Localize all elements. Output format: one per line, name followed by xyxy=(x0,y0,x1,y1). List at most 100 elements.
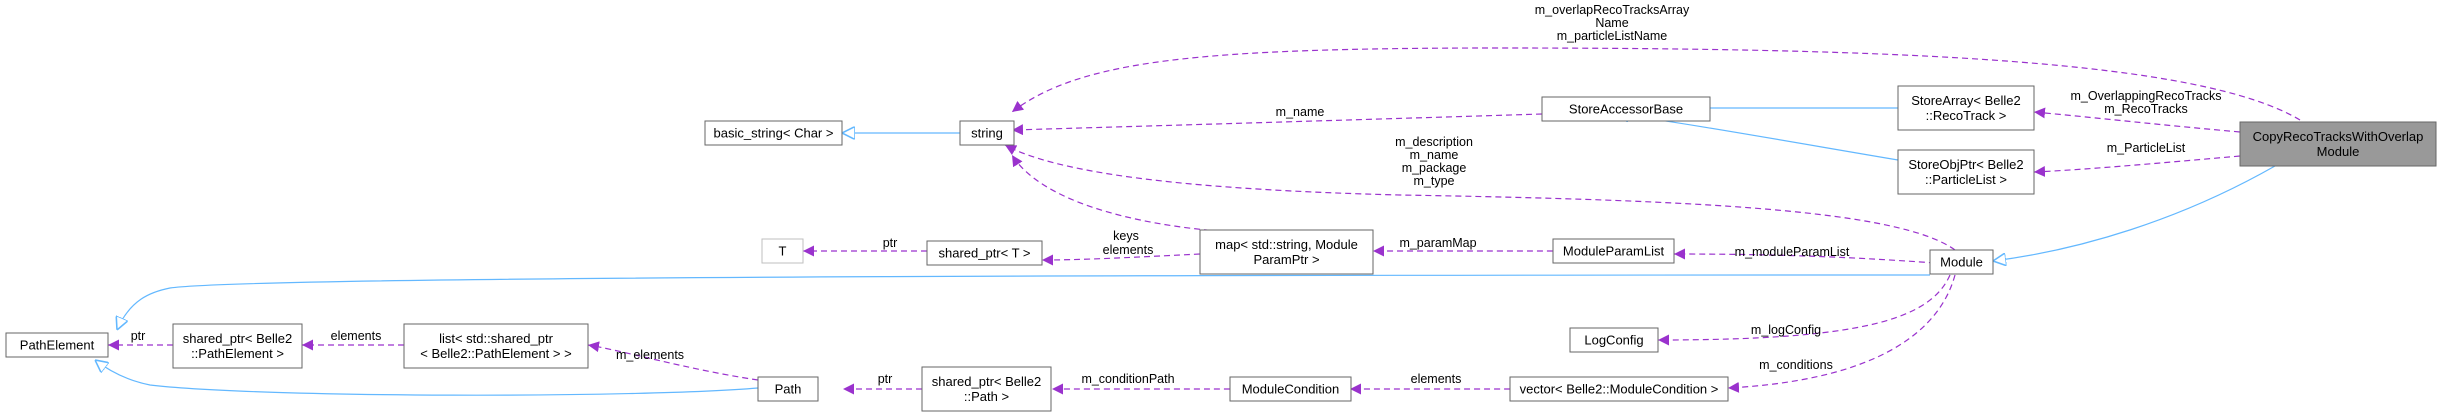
node-label: Module xyxy=(2317,144,2360,159)
use-param-list-module xyxy=(1673,248,1936,264)
node-box xyxy=(959,120,1015,146)
node-box xyxy=(1552,238,1675,264)
label-t-shared: ptr xyxy=(883,236,898,250)
edge-label-line: m_conditionPath xyxy=(1081,372,1174,386)
edge-label-line: m_RecoTracks xyxy=(2104,102,2188,116)
node-store-obj-ptr-particlelist[interactable]: StoreObjPtr< Belle2::ParticleList > xyxy=(1897,149,2035,195)
node-label: ::PathElement > xyxy=(191,346,284,361)
node-box xyxy=(926,240,1043,266)
node-box xyxy=(2239,121,2437,167)
label-log-module: m_logConfig xyxy=(1751,323,1821,337)
label-shared-pe-list: elements xyxy=(331,329,382,343)
label-accessor-string: m_name xyxy=(1276,105,1325,119)
node-label: StoreObjPtr< Belle2 xyxy=(1908,157,2023,172)
edge-label-line: ptr xyxy=(883,236,898,250)
node-label: shared_ptr< Belle2 xyxy=(183,331,293,346)
node-box xyxy=(5,332,109,358)
node-box xyxy=(704,120,843,146)
edge-label-line: m_paramMap xyxy=(1399,236,1476,250)
node-label: CopyRecoTracksWithOverlap xyxy=(2253,129,2424,144)
node-box xyxy=(403,323,589,369)
node-label: PathElement xyxy=(20,338,95,353)
inherit-path-pathelement xyxy=(95,360,759,396)
node-label: ModuleCondition xyxy=(1242,382,1340,397)
label-path-condition: m_conditionPath xyxy=(1081,372,1174,386)
node-label: ::Path > xyxy=(964,389,1009,404)
node-vector-modulecondition[interactable]: vector< Belle2::ModuleCondition > xyxy=(1509,376,1729,402)
node-string[interactable]: string xyxy=(959,120,1015,146)
node-label: ::RecoTrack > xyxy=(1926,108,2007,123)
use-copy-store-obj xyxy=(2033,155,2241,178)
node-box xyxy=(761,238,804,264)
use-log-module xyxy=(1657,274,1951,346)
node-label: StoreArray< Belle2 xyxy=(1911,93,2020,108)
edge-label-line: m_type xyxy=(1414,174,1455,188)
edge-label-line: m_moduleParamList xyxy=(1735,245,1850,259)
node-list-shared-ptr-pathelement[interactable]: list< std::shared_ptr< Belle2::PathEleme… xyxy=(403,323,589,369)
edge-label-line: m_OverlappingRecoTracks xyxy=(2071,89,2222,103)
use-module-string xyxy=(1004,144,1956,251)
node-shared-ptr-path[interactable]: shared_ptr< Belle2::Path > xyxy=(921,366,1052,412)
node-label: shared_ptr< T > xyxy=(938,246,1030,261)
inherit-module-pathelement xyxy=(117,274,1931,330)
edge-label-line: m_elements xyxy=(616,348,684,362)
node-label: Path xyxy=(775,382,802,397)
edge-label-line: elements xyxy=(331,329,382,343)
node-label: T xyxy=(779,244,787,259)
node-label: < Belle2::PathElement > > xyxy=(420,346,571,361)
node-label: LogConfig xyxy=(1584,333,1643,348)
edge-label-line: m_ParticleList xyxy=(2107,141,2186,155)
node-label: ModuleParamList xyxy=(1563,244,1665,259)
node-box xyxy=(1569,327,1659,353)
label-list-path: m_elements xyxy=(616,348,684,362)
inherit-copy-module xyxy=(1993,165,2276,261)
node-label: Module xyxy=(1940,255,1983,270)
edge-label-line: ptr xyxy=(878,372,893,386)
edge-label-line: m_logConfig xyxy=(1751,323,1821,337)
label-map-string: keys xyxy=(1113,229,1139,243)
edge-label-line: m_overlapRecoTracksArray xyxy=(1535,3,1690,17)
use-copy-store-array xyxy=(2033,107,2241,133)
node-box xyxy=(1541,96,1711,122)
node-label: list< std::shared_ptr xyxy=(439,331,553,346)
edge-label-line: m_description xyxy=(1395,135,1473,149)
node-box xyxy=(1509,376,1729,402)
edge-label-line: elements xyxy=(1411,372,1462,386)
node-label: basic_string< Char > xyxy=(714,126,834,141)
edge-label-line: m_package xyxy=(1402,161,1467,175)
node-path-element[interactable]: PathElement xyxy=(5,332,109,358)
node-label: ParamPtr > xyxy=(1253,252,1319,267)
node-module[interactable]: Module xyxy=(1929,249,1994,275)
use-vector-module xyxy=(1727,274,1956,393)
node-module-condition[interactable]: ModuleCondition xyxy=(1229,376,1352,402)
node-box xyxy=(172,323,303,369)
use-shared-map xyxy=(1041,253,1201,266)
node-basic-string-char[interactable]: basic_string< Char > xyxy=(704,120,843,146)
node-label: string xyxy=(971,126,1003,141)
edge-label-line: m_conditions xyxy=(1759,358,1833,372)
use-copy-string xyxy=(1011,47,2301,121)
edge-label-line: Name xyxy=(1595,16,1628,30)
node-t[interactable]: T xyxy=(761,238,804,264)
node-log-config[interactable]: LogConfig xyxy=(1569,327,1659,353)
node-store-array-recotrack[interactable]: StoreArray< Belle2::RecoTrack > xyxy=(1897,85,2035,131)
node-module-param-list[interactable]: ModuleParamList xyxy=(1552,238,1675,264)
label-shared-map: elements xyxy=(1103,243,1154,257)
use-list-path xyxy=(587,341,759,381)
node-label: vector< Belle2::ModuleCondition > xyxy=(1520,382,1719,397)
node-box xyxy=(921,366,1052,412)
label-vector-module: m_conditions xyxy=(1759,358,1833,372)
node-box xyxy=(1199,229,1374,275)
label-shared-path-path: ptr xyxy=(878,372,893,386)
node-label: ::ParticleList > xyxy=(1925,172,2007,187)
node-store-accessor-base[interactable]: StoreAccessorBase xyxy=(1541,96,1711,122)
edge-label-line: keys xyxy=(1113,229,1139,243)
node-shared-ptr-pathelement[interactable]: shared_ptr< Belle2::PathElement > xyxy=(172,323,303,369)
label-pe-shared-pe: ptr xyxy=(131,329,146,343)
node-shared-ptr-t[interactable]: shared_ptr< T > xyxy=(926,240,1043,266)
node-path[interactable]: Path xyxy=(757,376,819,402)
